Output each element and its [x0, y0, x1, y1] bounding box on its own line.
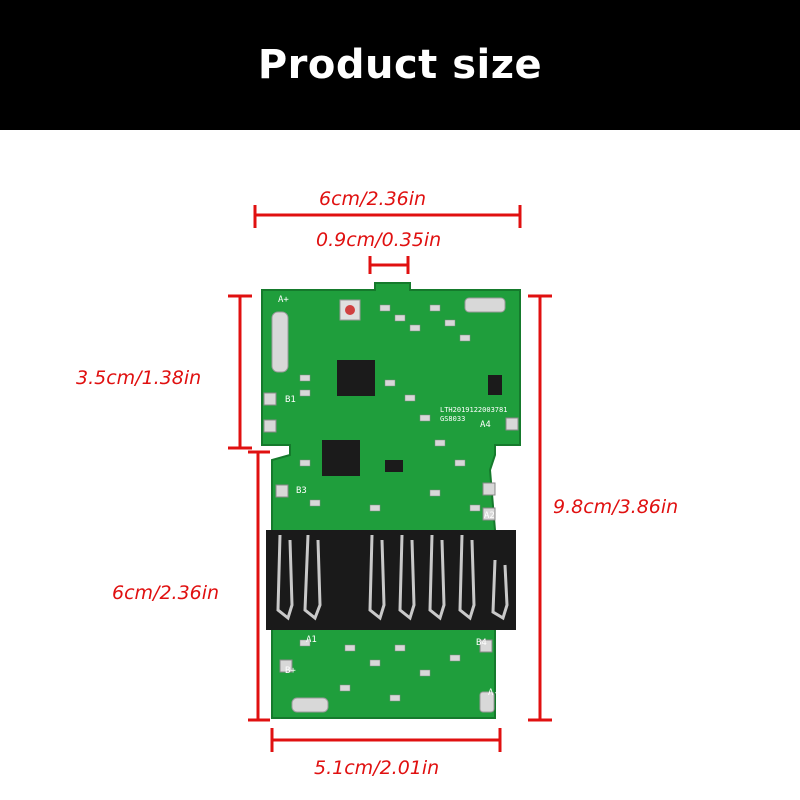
silk-label-b4: B4 — [476, 638, 487, 648]
silk-label-a1: A1 — [306, 635, 317, 645]
silk-label-a-plus: A+ — [278, 295, 289, 305]
silk-label-a-minus: A- — [488, 688, 499, 698]
page-title: Product size — [257, 42, 543, 88]
silk-label-serial: LTH2019122003781 — [440, 406, 507, 414]
dimension-lines — [228, 205, 552, 752]
silk-label-model: GS8033 — [440, 415, 465, 423]
silk-label-b-plus: B+ — [285, 666, 296, 676]
dimension-top-width: 6cm/2.36in — [319, 188, 427, 210]
pcb-board: A+ B+ A- B1 B2 B3 B4 A1 A2 A4 LTH2019122… — [261, 282, 521, 719]
dimension-upper-height: 3.5cm/1.38in — [76, 367, 202, 389]
silk-label-b3: B3 — [296, 486, 307, 496]
silk-label-a4: A4 — [480, 420, 491, 430]
dimension-bottom-width: 5.1cm/2.01in — [314, 757, 440, 779]
silk-label-b2: B2 — [496, 485, 507, 495]
silk-label-a2: A2 — [484, 511, 495, 521]
dimension-lower-height: 6cm/2.36in — [112, 582, 220, 604]
dimension-connector-width: 0.9cm/0.35in — [316, 229, 442, 251]
header-banner: Product size — [0, 0, 800, 130]
dimension-total-height: 9.8cm/3.86in — [553, 496, 679, 518]
silk-label-b1: B1 — [285, 395, 296, 405]
